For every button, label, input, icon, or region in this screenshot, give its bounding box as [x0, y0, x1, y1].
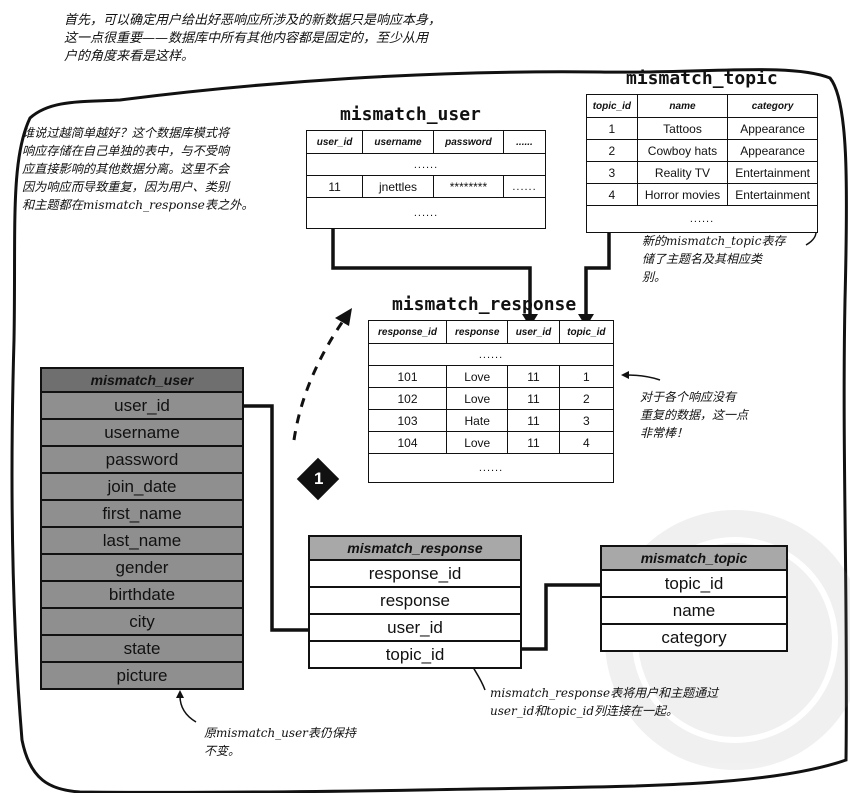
field-user_id: user_id	[310, 615, 520, 642]
field-user_id: user_id	[42, 393, 242, 420]
col-header: category	[727, 94, 818, 118]
table-row: ......	[306, 153, 546, 176]
mini-topic-title: mismatch_topic	[626, 68, 778, 89]
mini-user-table: user_id username password ...... ...... …	[305, 130, 546, 229]
user-note-arrow	[179, 695, 197, 723]
field-city: city	[42, 609, 242, 636]
response-note-arrow	[625, 374, 661, 381]
schema-response-title: mismatch_response	[310, 537, 520, 561]
note-link-columns: mismatch_response表将用户和主题通过 user_id和topic…	[490, 686, 719, 718]
mini-response-title: mismatch_response	[392, 294, 577, 315]
field-username: username	[42, 420, 242, 447]
table-row: ......	[306, 197, 546, 229]
field-join_date: join_date	[42, 474, 242, 501]
table-row: ......	[368, 453, 614, 483]
col-header: response	[445, 320, 509, 344]
schema-user-table: mismatch_user user_id username password …	[40, 367, 244, 690]
col-header: user_id	[507, 320, 560, 344]
field-name: name	[602, 598, 786, 625]
table-row: ......	[586, 205, 818, 233]
note-topic-table: 新的mismatch_topic表存 储了主题名及其相应类 别。	[642, 234, 786, 284]
col-header: topic_id	[586, 94, 638, 118]
field-last_name: last_name	[42, 528, 242, 555]
field-birthdate: birthdate	[42, 582, 242, 609]
connector-user-response	[240, 404, 328, 632]
col-header: topic_id	[558, 320, 615, 344]
schema-user-title: mismatch_user	[42, 369, 242, 393]
field-topic_id: topic_id	[602, 571, 786, 598]
field-response: response	[310, 588, 520, 615]
field-gender: gender	[42, 555, 242, 582]
connector-topic-response-top	[584, 200, 611, 318]
schema-response-table: mismatch_response response_id response u…	[308, 535, 522, 669]
col-header: username	[362, 130, 434, 154]
field-state: state	[42, 636, 242, 663]
mini-user-title: mismatch_user	[340, 104, 481, 125]
col-header: password	[432, 130, 505, 154]
dashed-arrow	[292, 317, 347, 441]
field-response_id: response_id	[310, 561, 520, 588]
note-response-table: 对于各个响应没有 重复的数据，这一点 非常棒！	[640, 390, 749, 440]
mini-response-table: response_id response user_id topic_id ..…	[368, 320, 615, 483]
step-badge-number: 1	[314, 469, 324, 488]
field-password: password	[42, 447, 242, 474]
note-schema-simple: 谁说过越简单越好？这个数据库模式将 响应存储在自己单独的表中，与不受响 应直接影…	[22, 126, 254, 212]
dashed-arrowhead	[335, 308, 352, 326]
col-header: user_id	[305, 130, 364, 154]
table-row: 11 jnettles ******** ......	[305, 175, 546, 198]
field-topic_id: topic_id	[385, 645, 445, 664]
col-header: name	[636, 94, 729, 118]
blob-outline	[10, 68, 848, 793]
field-category: category	[661, 628, 727, 647]
table-row: ......	[368, 343, 614, 366]
schema-topic-title: mismatch_topic	[602, 547, 786, 571]
connector-user-response-top	[331, 195, 532, 318]
schema-topic-table: mismatch_topic topic_id name category	[600, 545, 788, 652]
note-top: 首先，可以确定用户给出好恶响应所涉及的新数据只是响应本身， 这一点很重要——数据…	[64, 13, 442, 64]
field-picture: picture	[116, 666, 168, 685]
col-header: response_id	[368, 320, 447, 344]
field-first_name: first_name	[42, 501, 242, 528]
col-header: ......	[503, 130, 546, 154]
note-user-unchanged: 原mismatch_user表仍保持 不变。	[204, 726, 356, 758]
